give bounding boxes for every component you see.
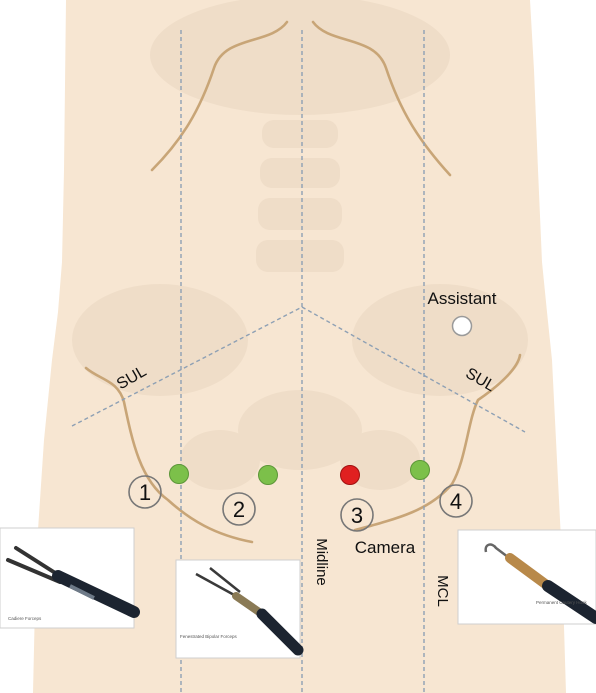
instrument-caption-2: Fenestrated Bipolar Forceps (180, 634, 238, 639)
port-1-number: 1 (139, 480, 151, 505)
instrument-image-cadiere-forceps: Cadiere Forceps (0, 528, 134, 628)
assistant-label: Assistant (428, 289, 497, 308)
camera-port (341, 466, 360, 485)
instrument-caption-3: Permanent Cautery Hook (536, 600, 588, 605)
port-2-marker (259, 466, 278, 485)
port-2-number: 2 (233, 497, 245, 522)
instrument-caption-1: Cadiere Forceps (8, 616, 42, 621)
port-4-marker (411, 461, 430, 480)
assistant-port (453, 317, 472, 336)
mcl-label: MCL (434, 575, 451, 607)
port-4-number: 4 (450, 489, 462, 514)
instrument-image-cautery-hook: Permanent Cautery Hook (458, 530, 596, 624)
port-3-number: 3 (351, 503, 363, 528)
midline-label: Midline (313, 538, 330, 586)
camera-label: Camera (355, 538, 416, 557)
instrument-image-bipolar-forceps: Fenestrated Bipolar Forceps (176, 560, 300, 658)
port-1-marker (170, 465, 189, 484)
